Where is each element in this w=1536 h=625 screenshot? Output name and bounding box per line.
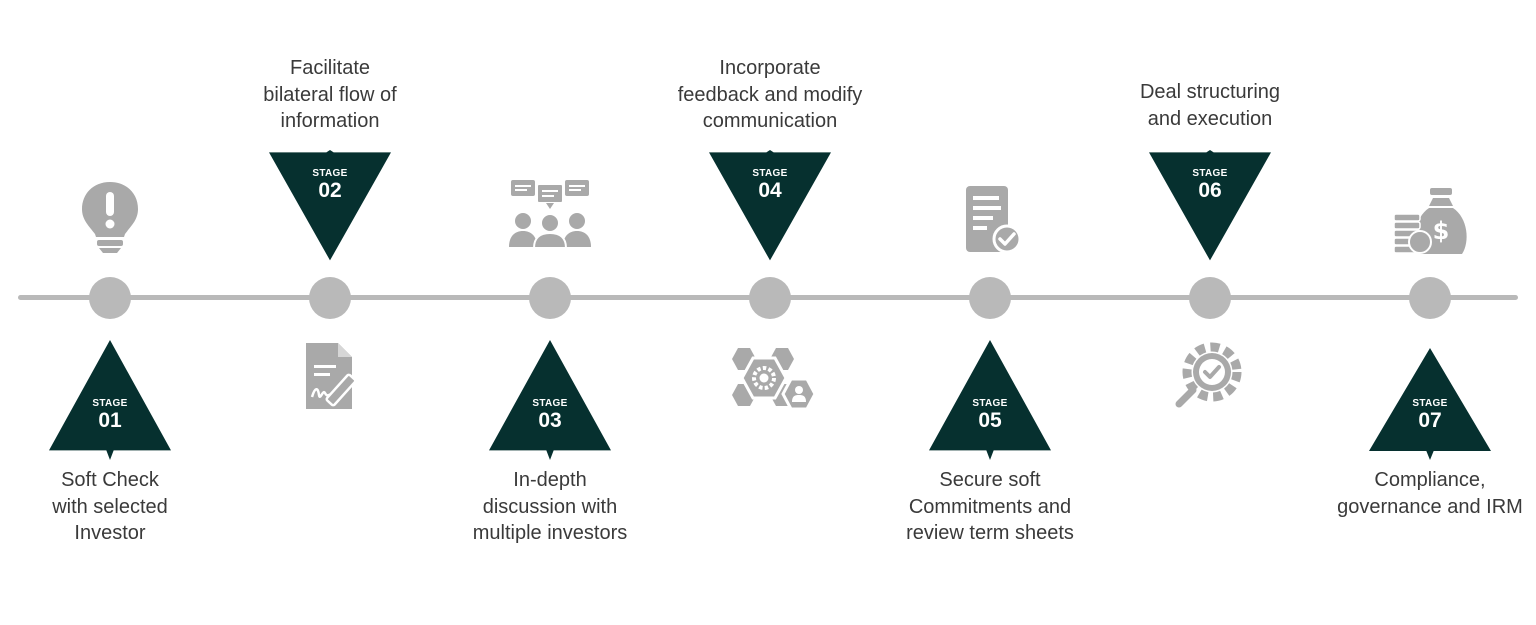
timeline-node	[89, 277, 131, 319]
stage-caption: Incorporate feedback and modify communic…	[677, 57, 863, 132]
stage-number: 06	[1198, 179, 1222, 202]
stage-keyword: STAGE	[532, 398, 568, 409]
stage-05: STAGE 05 Secure soft Commitments and rev…	[880, 0, 1100, 625]
stage-06: Deal structuring and execution STAGE 06	[1100, 0, 1320, 625]
stage-caption: Facilitate bilateral flow of information	[263, 57, 397, 132]
gear-magnifier-check-icon	[1160, 336, 1260, 416]
timeline-node	[1189, 277, 1231, 319]
stage-keyword: STAGE	[312, 168, 348, 179]
stage-07: $ STAGE 07 Compliance, governance and IR…	[1320, 0, 1536, 625]
svg-text:$: $	[1433, 217, 1450, 245]
stage-caption: Secure soft Commitments and review term …	[906, 469, 1074, 544]
group-discussion-icon	[500, 176, 600, 256]
approved-document-icon	[940, 180, 1040, 260]
lightbulb-icon	[60, 178, 160, 258]
timeline-node	[749, 277, 791, 319]
timeline-node	[529, 277, 571, 319]
stage-number: 07	[1418, 409, 1442, 432]
stage-caption: Soft Check with selected Investor	[52, 469, 168, 544]
stage-keyword: STAGE	[752, 168, 788, 179]
stage-number: 01	[98, 409, 122, 432]
stage-04: Incorporate feedback and modify communic…	[660, 0, 880, 625]
stage-keyword: STAGE	[92, 398, 128, 409]
stage-02: Facilitate bilateral flow of information…	[220, 0, 440, 625]
stage-number: 03	[538, 409, 562, 432]
hexagon-gear-user-icon	[720, 340, 820, 420]
stage-number: 02	[318, 179, 342, 202]
stage-keyword: STAGE	[972, 398, 1008, 409]
timeline-node	[969, 277, 1011, 319]
timeline-node	[1409, 277, 1451, 319]
stage-number: 04	[758, 179, 782, 202]
money-bag-coins-icon: $	[1380, 180, 1480, 260]
stage-keyword: STAGE	[1192, 168, 1228, 179]
signed-document-icon	[280, 337, 380, 417]
timeline-node	[309, 277, 351, 319]
stage-number: 05	[978, 409, 1002, 432]
stage-03: STAGE 03 In-depth discussion with multip…	[440, 0, 660, 625]
stage-keyword: STAGE	[1412, 398, 1448, 409]
stage-caption: Deal structuring and execution	[1139, 81, 1281, 130]
stage-01: STAGE 01 Soft Check with selected Invest…	[0, 0, 220, 625]
stage-caption: In-depth discussion with multiple invest…	[472, 469, 628, 544]
stage-caption: Compliance, governance and IRM	[1337, 469, 1523, 518]
